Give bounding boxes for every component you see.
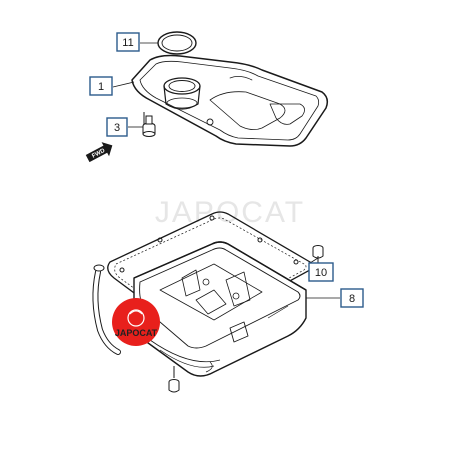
callout-label: 8 <box>349 293 355 305</box>
watermark-text: JAPOCAT <box>155 196 305 229</box>
callout-10[interactable]: 10 <box>308 262 334 282</box>
stamp-label: JAPOCAT <box>115 328 158 338</box>
forward-arrow-icon: FWD <box>85 142 113 163</box>
callout-label: 1 <box>98 81 104 93</box>
leader-lines <box>112 42 340 299</box>
callout-3[interactable]: 3 <box>106 117 128 137</box>
oil-pan-part[interactable] <box>133 241 307 377</box>
strainer-part[interactable] <box>131 54 329 147</box>
o-ring-part[interactable] <box>157 31 197 55</box>
bolt-part-3[interactable] <box>142 112 156 137</box>
callout-label: 11 <box>122 37 133 49</box>
drain-bolt-part[interactable] <box>168 366 180 393</box>
callout-11[interactable]: 11 <box>116 32 140 52</box>
callout-1[interactable]: 1 <box>89 76 113 96</box>
callout-label: 3 <box>114 122 120 134</box>
callout-label: 10 <box>315 267 327 279</box>
japocat-stamp: JAPOCAT <box>112 298 160 346</box>
callout-8[interactable]: 8 <box>340 288 364 308</box>
breather-pipe-part[interactable] <box>92 264 121 355</box>
